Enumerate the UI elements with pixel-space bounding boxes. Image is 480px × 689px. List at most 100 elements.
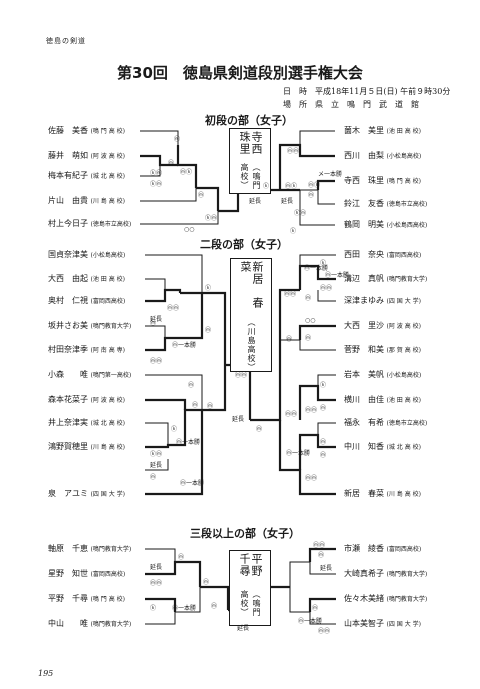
s1-line	[140, 188, 197, 202]
match-label: ⓜ一本勝	[172, 605, 197, 612]
player-entry: 佐藤 美香 (鳴 門 高 校)	[48, 126, 125, 135]
score-mark: ⓜⓜ	[287, 148, 300, 155]
score-mark: ⓜ	[168, 160, 175, 167]
s2-line	[202, 291, 227, 365]
section-title-2: 二段の部（女子）	[200, 238, 288, 251]
score-mark: ⓜⓚ	[308, 182, 321, 189]
s2-line	[299, 254, 336, 266]
player-entry: 深津まゆみ (四 国 大 学)	[344, 296, 421, 305]
score-mark: ⓜ	[150, 474, 157, 481]
match-label: ⓜ一本勝	[176, 439, 201, 446]
s2-line	[145, 293, 204, 352]
score-mark: ○○	[305, 317, 316, 324]
player-entry: 井上奈津実 (城 北 高 校)	[48, 418, 125, 427]
s3-line	[145, 560, 202, 587]
s1-line	[316, 179, 335, 190]
score-mark: ⓚⓜ	[150, 170, 163, 177]
match-label: ⓜ一本勝	[286, 450, 311, 457]
s2-line	[145, 459, 169, 471]
s2-line	[278, 420, 336, 496]
s2-line	[145, 398, 187, 410]
score-mark: ⓜⓜ	[318, 628, 331, 635]
s1-line	[218, 190, 240, 213]
player-entry: 市瀬 綾香 (富岡西高校)	[344, 544, 422, 553]
s1-line	[299, 207, 335, 226]
score-mark: ⓜ	[256, 426, 263, 433]
s3-line	[308, 547, 336, 562]
s2-line	[278, 288, 300, 340]
player-entry: 平野 千尋 (鳴 門 高 校)	[48, 594, 125, 603]
score-mark: ⓜⓜ	[320, 285, 333, 292]
player-entry: 鴻野賀穂里 (川 島 高 校)	[48, 442, 125, 451]
player-entry: 小森 唯 (鳴門第一高校)	[48, 370, 132, 379]
champion-box-1: 寺西 珠里（鳴門高校）	[229, 128, 271, 194]
score-mark: ⓜⓜ	[150, 358, 163, 365]
s1-line	[176, 145, 198, 188]
player-entry: 奥村 仁視 (富岡西高校)	[48, 296, 126, 305]
player-entry: 泉 アユミ (四 国 大 学)	[48, 489, 125, 498]
player-entry: 村田奈津季 (阿 南 高 専)	[48, 345, 125, 354]
match-label: ⓜ一本勝	[180, 480, 205, 487]
score-mark: ⓜ	[286, 336, 293, 343]
player-entry: 梅本有紀子 (城 北 高 校)	[48, 171, 125, 180]
score-mark: ⓜⓜ	[284, 291, 297, 298]
s2-line	[298, 264, 336, 290]
match-label: 延長	[150, 462, 163, 469]
player-entry: 村上今日子 (徳島市立高校)	[48, 219, 132, 228]
player-entry: 寺西 珠里 (鳴 門 高 校)	[344, 176, 421, 185]
s1-line	[140, 211, 219, 225]
score-mark: ⓗⓜ	[205, 215, 218, 222]
player-entry: 軸原 千恵 (鳴門教育大学)	[48, 544, 132, 553]
score-mark: ⓜ	[320, 439, 327, 446]
s1-line	[278, 143, 335, 190]
player-entry: 坂井さお美 (鳴門教育大学)	[48, 321, 132, 330]
score-mark: ○○	[184, 226, 195, 233]
s1-line	[299, 189, 335, 207]
s2-line	[145, 278, 166, 290]
player-entry: 中山 唯 (鳴門教育大学)	[48, 619, 132, 628]
s2-line	[317, 422, 336, 435]
s2-line	[298, 433, 336, 470]
score-mark: ⓚ	[205, 285, 212, 292]
s3-line	[200, 585, 230, 610]
player-entry: 佐々木美緒 (鳴門教育大学)	[344, 594, 428, 603]
score-mark: ⓚ	[150, 605, 157, 612]
player-entry: 岩本 美帆 (小松島高校)	[344, 370, 422, 379]
s2-line	[145, 254, 203, 293]
score-mark: ⓜⓜ	[305, 407, 318, 414]
running-header: 徳島の剣道	[46, 37, 86, 45]
score-mark: ⓜ	[320, 405, 327, 412]
player-entry: 森本花菜子 (阿 波 高 校)	[48, 395, 125, 404]
score-mark: ⓜⓜ	[313, 542, 326, 549]
section-title-1: 初段の部（女子）	[205, 114, 293, 127]
s2-line	[145, 288, 182, 303]
section-title-3: 三段以上の部（女子）	[190, 527, 300, 540]
score-mark: ⓚ	[171, 426, 178, 433]
match-label: 延長	[281, 198, 294, 205]
score-mark: ⓜⓜ	[235, 372, 248, 379]
match-label: ⓜ一本勝	[172, 342, 197, 349]
score-mark: ⓚⓜ	[150, 451, 163, 458]
venue-line: 場 所 県 立 鳴 門 武 道 館	[283, 100, 419, 109]
score-mark: ⓜ	[320, 452, 327, 459]
player-entry: 藤井 萌如 (阿 波 高 校)	[48, 151, 125, 160]
s2-line	[280, 339, 336, 351]
player-entry: 新居 春菜 (川 島 高 校)	[344, 489, 421, 498]
match-label: 延長	[320, 565, 333, 572]
score-mark: ⓜ	[178, 554, 185, 561]
match-label: ⓜ一本勝	[325, 272, 350, 279]
s1-line	[299, 130, 335, 145]
match-label: メ一本勝	[318, 171, 343, 178]
s2-line	[317, 374, 336, 386]
page-title: 第30回 徳島県剣道段別選手権大会	[117, 64, 363, 82]
s2-line	[298, 384, 336, 420]
player-entry: 鶴岡 明美 (小松島西高校)	[344, 220, 428, 229]
s3-line	[145, 548, 176, 562]
player-entry: 西田 奈央 (富岡西高校)	[344, 250, 422, 259]
player-entry: 大崎真希子 (鳴門教育大学)	[344, 569, 428, 578]
s1-line	[140, 130, 179, 145]
score-mark: ⓜ	[150, 320, 157, 327]
match-label: 延長	[150, 316, 163, 323]
player-entry: 星野 知世 (富岡西高校)	[48, 569, 126, 578]
match-label: 延長	[150, 564, 163, 571]
